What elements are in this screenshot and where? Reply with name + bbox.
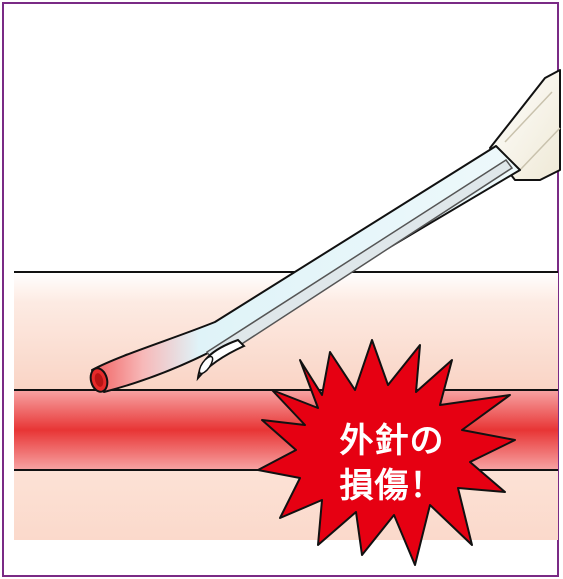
callout-line2: 損傷！	[340, 466, 445, 506]
callout-line1: 外針の	[340, 421, 445, 461]
needle-hub	[489, 69, 561, 181]
catheter-tip-lumen	[94, 373, 104, 387]
needle-tip-lumen	[198, 355, 214, 375]
damage-burst	[257, 339, 516, 566]
